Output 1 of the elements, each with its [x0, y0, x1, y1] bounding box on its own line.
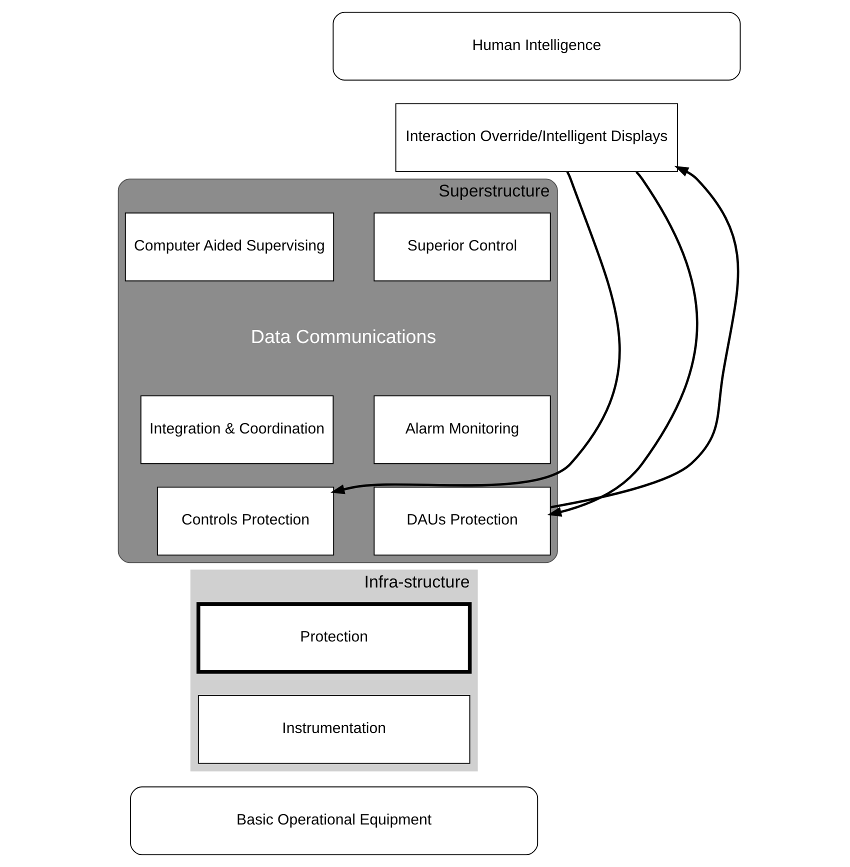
- label: Data Communications: [250, 326, 436, 348]
